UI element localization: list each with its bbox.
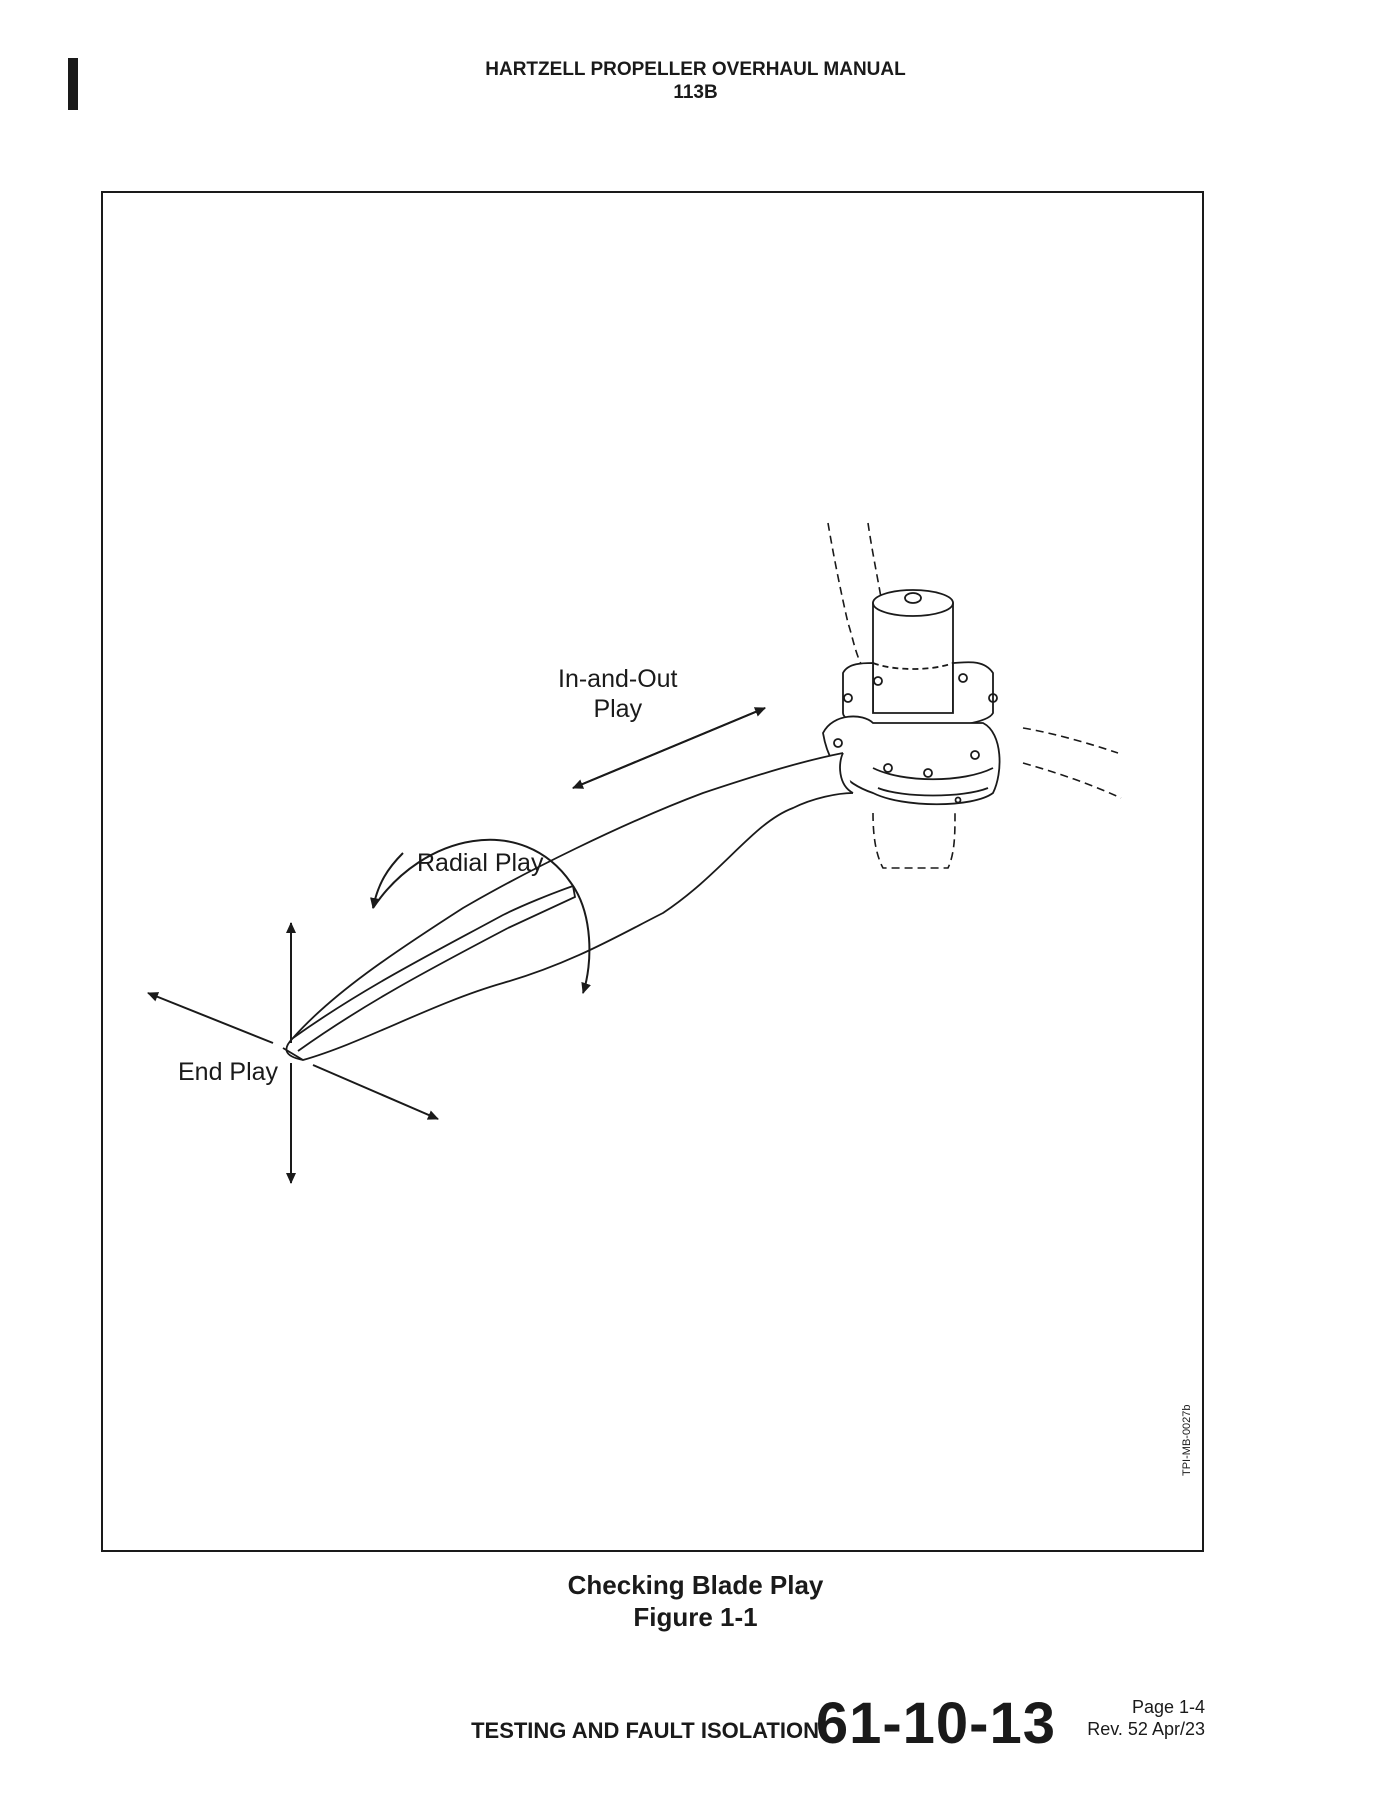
- footer-revision: Rev. 52 Apr/23: [1087, 1719, 1205, 1739]
- footer-section: TESTING AND FAULT ISOLATION: [471, 1718, 819, 1743]
- caption-number: Figure 1-1: [633, 1602, 758, 1632]
- propeller-illustration: [147, 522, 1122, 1184]
- figure-id-code: TPI-MB-0027b: [1181, 1404, 1193, 1476]
- in-and-out-play-label: In-and-Out Play: [558, 665, 678, 723]
- radial-arrow-right: [372, 838, 591, 994]
- revision-bar: [68, 58, 78, 110]
- hub: [822, 589, 1001, 806]
- play-arrows: [147, 707, 766, 1184]
- footer-page-info: Page 1-4 Rev. 52 Apr/23: [1087, 1696, 1205, 1740]
- page-footer: TESTING AND FAULT ISOLATION 61-10-13 Pag…: [0, 1691, 1391, 1756]
- phantom-blade-right: [1022, 727, 1122, 799]
- figure-frame: In-and-Out Play Radial Play End Play: [101, 191, 1204, 1552]
- page-header: HARTZELL PROPELLER OVERHAUL MANUAL 113B: [0, 58, 1391, 104]
- footer-page: Page 1-4: [1131, 1697, 1205, 1717]
- radial-play-label: Radial Play: [417, 849, 544, 877]
- end-play-arrow-right: [312, 1064, 439, 1120]
- end-play-arrow-left: [147, 992, 274, 1044]
- radial-arrow-left: [370, 852, 404, 909]
- manual-title: HARTZELL PROPELLER OVERHAUL MANUAL: [485, 59, 906, 80]
- manual-model: 113B: [673, 82, 718, 103]
- in-and-out-arrow-down: [572, 707, 766, 789]
- phantom-blade-lower: [872, 812, 956, 869]
- blade: [282, 752, 854, 1061]
- footer-chapter-code: 61-10-13: [815, 1691, 1056, 1756]
- figure-caption: Checking Blade Play Figure 1-1: [0, 1569, 1391, 1633]
- end-play-label: End Play: [178, 1058, 279, 1086]
- caption-title: Checking Blade Play: [567, 1570, 824, 1600]
